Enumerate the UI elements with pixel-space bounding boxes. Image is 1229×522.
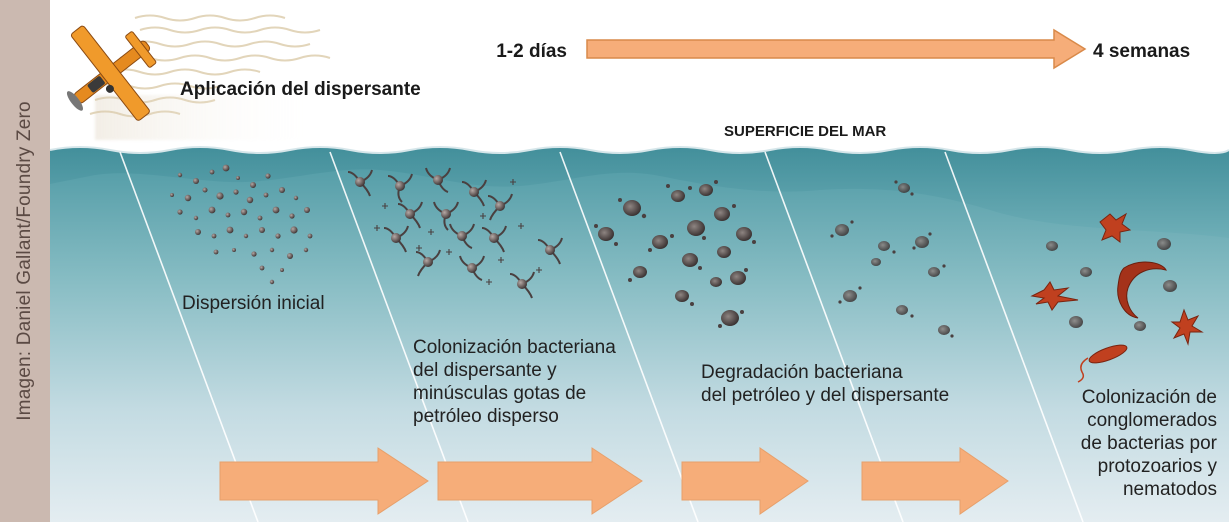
clumps-stage-5 xyxy=(1046,238,1177,331)
airplane-icon xyxy=(66,25,157,121)
process-arrow-1 xyxy=(219,447,429,515)
credit-bar: Imagen: Daniel Gallant/Foundry Zero xyxy=(0,0,50,522)
surface-label: SUPERFICIE DEL MAR xyxy=(724,123,886,140)
clumps-stage-4 xyxy=(835,183,950,335)
stage-3-label: Degradación bacteriana del petróleo y de… xyxy=(701,362,950,406)
sparkles-stage-2 xyxy=(374,179,542,285)
stage-dividers xyxy=(119,151,1084,522)
protozoan-icon xyxy=(1030,212,1204,364)
sea-body xyxy=(50,147,1229,522)
timeline-arrow xyxy=(586,28,1087,70)
stage-4-label: Colonización de conglomerados de bacteri… xyxy=(1080,387,1217,500)
droplets-stage-1 xyxy=(170,164,313,285)
clump-bits-stage-4 xyxy=(830,180,954,338)
application-label: Aplicación del dispersante xyxy=(180,79,421,100)
clump-bits-stage-3 xyxy=(594,180,756,328)
timeline-end: 4 semanas xyxy=(1093,41,1190,62)
process-arrow-2 xyxy=(437,447,643,515)
flagellum xyxy=(1077,357,1089,383)
clumps-stage-3 xyxy=(598,184,752,326)
surface-wave xyxy=(50,147,1229,238)
stage-1-label: Dispersión inicial xyxy=(182,293,325,314)
nematode-icon xyxy=(1117,261,1167,319)
process-arrows xyxy=(219,447,1009,515)
timeline-start: 1-2 días xyxy=(496,41,567,62)
process-arrow-3 xyxy=(681,447,809,515)
process-arrow-4 xyxy=(861,447,1009,515)
stage-2-label: Colonización bacteriana del dispersante … xyxy=(413,337,616,427)
droplets-stage-2 xyxy=(355,175,555,289)
